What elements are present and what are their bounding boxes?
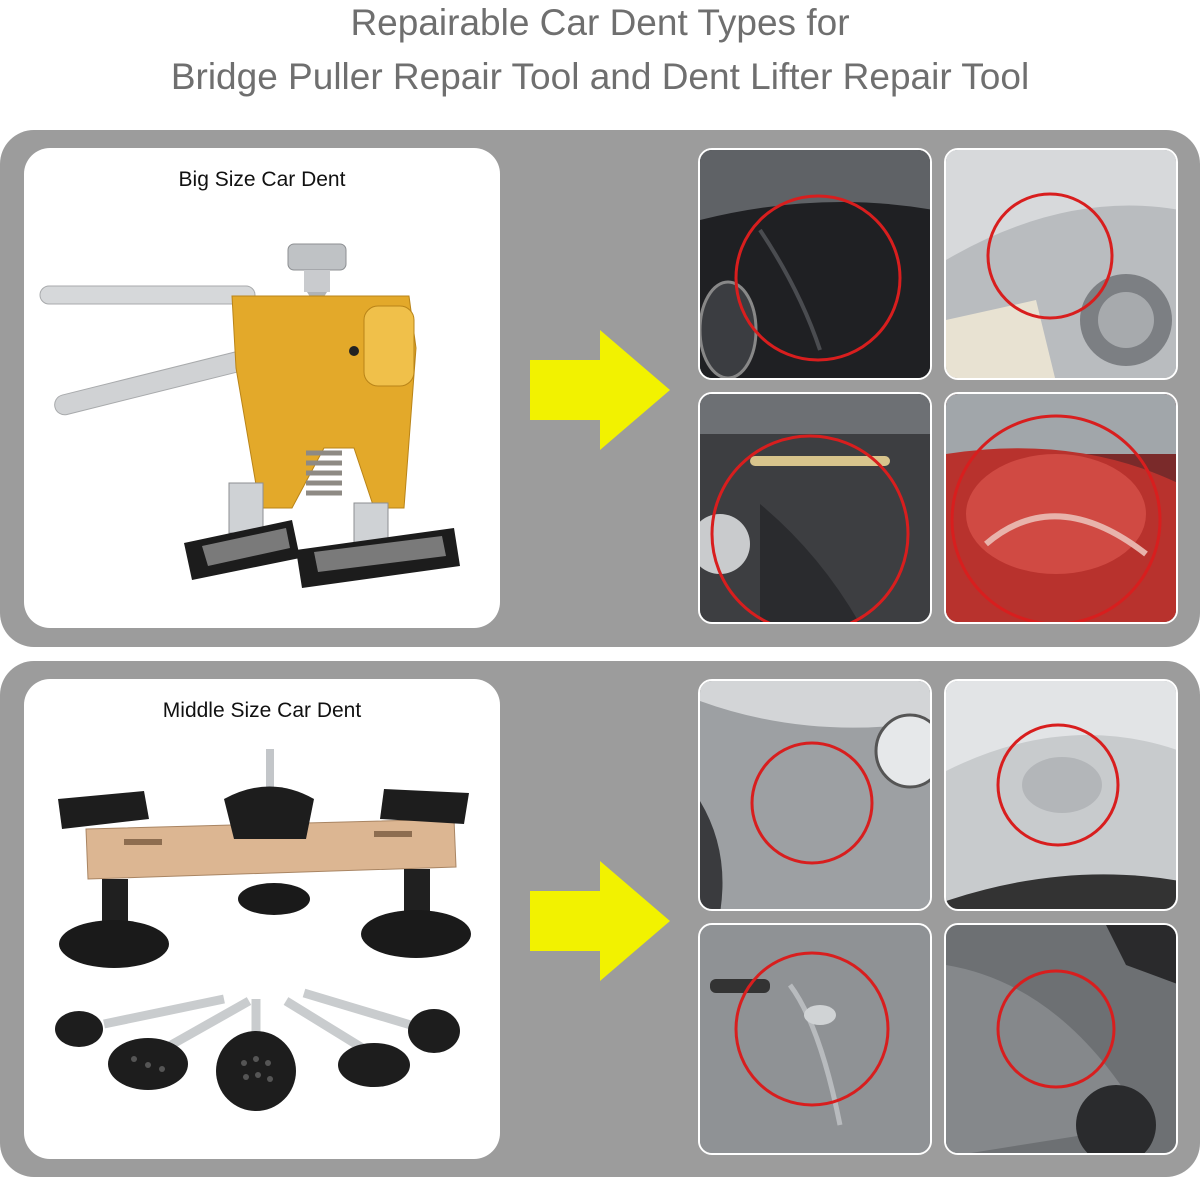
section-label-big: Big Size Car Dent (178, 168, 346, 191)
bridge-puller-card: Middle Size Car Dent (24, 679, 500, 1159)
header-title-line-1: Repairable Car Dent Types for (350, 2, 850, 43)
bridge-puller-tool-image (55, 749, 471, 1111)
big-dent-photo-2 (944, 148, 1178, 380)
right-arrow-icon (530, 861, 670, 981)
middle-dent-photo-3 (698, 923, 932, 1155)
middle-dent-panel: Middle Size Car Dent (0, 661, 1200, 1177)
big-dent-photo-1 (698, 148, 932, 380)
middle-dent-photo-2 (944, 679, 1178, 911)
middle-dent-photo-1 (698, 679, 932, 911)
dent-lifter-tool-image (39, 243, 460, 588)
right-arrow-icon (530, 330, 670, 450)
big-dent-photo-4 (944, 392, 1178, 624)
section-label-middle: Middle Size Car Dent (162, 699, 362, 722)
big-dent-panel: Big Size Car Dent (0, 130, 1200, 647)
dent-lifter-card: Big Size Car Dent (24, 148, 500, 628)
header-title-line-2: Bridge Puller Repair Tool and Dent Lifte… (170, 56, 1030, 97)
middle-dent-photo-4 (944, 923, 1178, 1155)
big-dent-photo-3 (698, 392, 932, 624)
